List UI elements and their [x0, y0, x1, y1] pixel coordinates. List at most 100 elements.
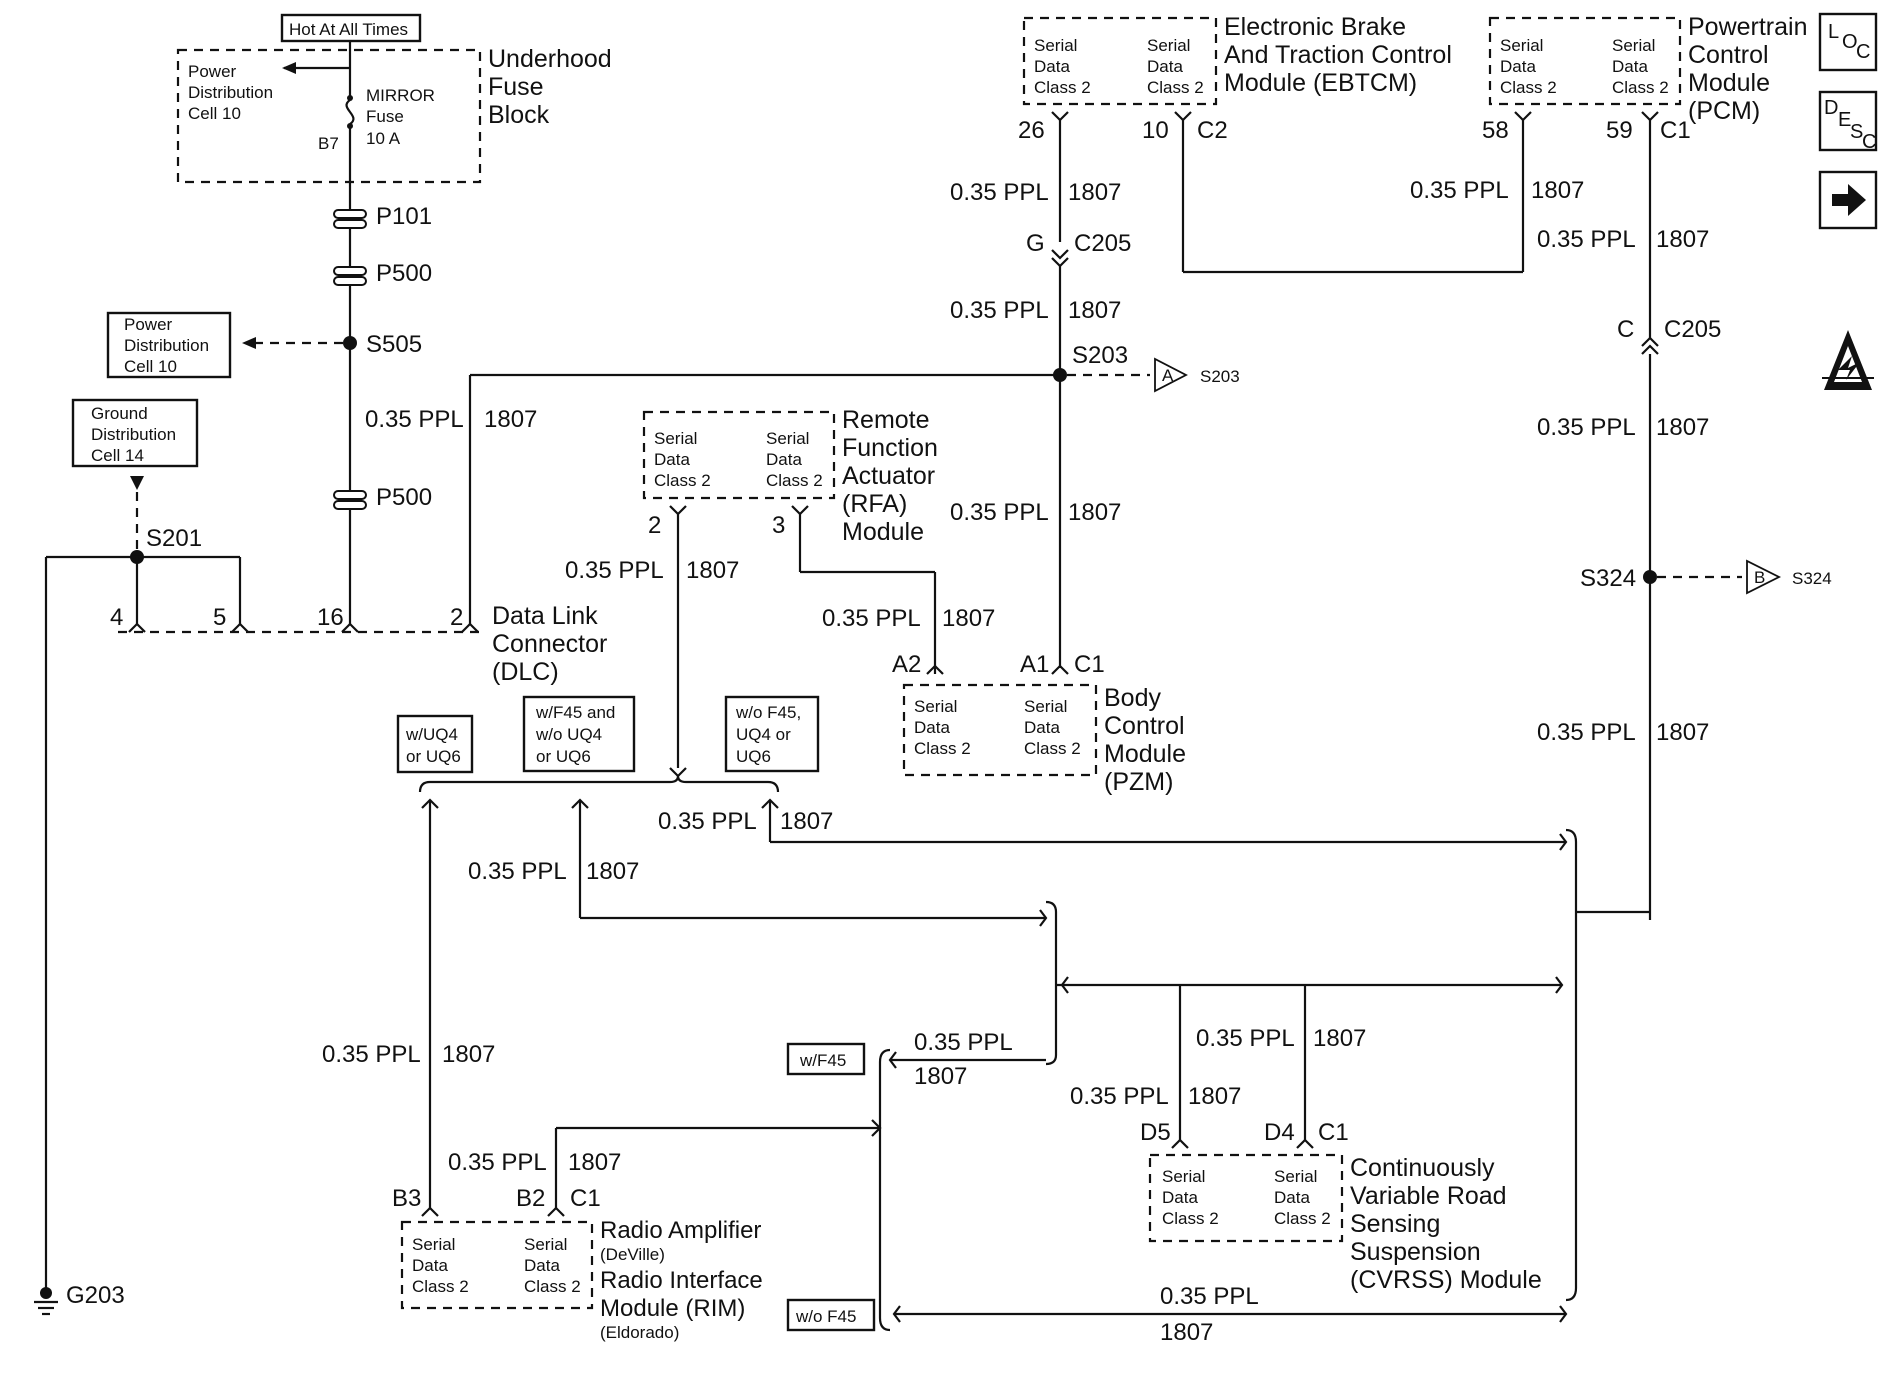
svg-text:Data: Data	[1024, 718, 1060, 737]
svg-text:Data: Data	[1500, 57, 1536, 76]
svg-text:Cell 10: Cell 10	[124, 357, 177, 376]
esd-warning-icon	[1822, 330, 1874, 390]
svg-text:Serial: Serial	[1024, 697, 1067, 716]
pcm-title-4: (PCM)	[1688, 97, 1760, 125]
svg-text:Serial: Serial	[1612, 36, 1655, 55]
next-page-button[interactable]	[1818, 170, 1878, 230]
svg-text:P500: P500	[376, 260, 432, 287]
wire-ppl-rfa: 0.35 PPL	[565, 557, 664, 584]
loc-button[interactable]: L O C	[1818, 12, 1878, 72]
s201-label: S201	[146, 525, 202, 552]
radio-module: Serial Data Class 2 Serial Data Class 2	[400, 1220, 594, 1310]
wire-ppl-dlc-feed: 0.35 PPL	[365, 406, 464, 433]
option-box-wo-f45-uq: w/o F45, UQ4 or UQ6	[724, 695, 820, 773]
s505-label: S505	[366, 331, 422, 358]
bcm-title-2: Control	[1104, 712, 1185, 740]
svg-text:Hot At All Times: Hot At All Times	[289, 20, 408, 39]
rfa-title-3: Actuator	[842, 462, 935, 490]
cvrss-title-5: (CVRSS) Module	[1350, 1266, 1542, 1294]
wire-circuit-cvrss-d4: 1807	[1313, 1025, 1366, 1052]
rfa-title-4: (RFA)	[842, 490, 907, 518]
cvrss-title-3: Sensing	[1350, 1210, 1440, 1238]
svg-text:4: 4	[110, 604, 123, 631]
offpage-a-letter: A	[1162, 366, 1174, 385]
arrow-right-icon	[1832, 184, 1866, 216]
cvrss-pin-d5: D5	[1140, 1119, 1171, 1146]
svg-text:UQ6: UQ6	[736, 747, 771, 766]
arrow-left-icon	[242, 337, 256, 349]
middle-brace	[1045, 900, 1058, 1066]
ground-ref-arrow-icon	[130, 476, 144, 490]
pcm-pin-59: 59	[1606, 117, 1633, 144]
svg-text:Data: Data	[654, 450, 690, 469]
c205-pin-c: C	[1617, 316, 1634, 343]
svg-text:Data: Data	[524, 1256, 560, 1275]
svg-text:Data: Data	[914, 718, 950, 737]
ground-g203-icon	[34, 1287, 58, 1316]
pcm-title-3: Module	[1688, 69, 1770, 97]
radio-title-3: Radio Interface	[600, 1267, 763, 1294]
pcm-module: Serial Data Class 2 Serial Data Class 2	[1488, 16, 1682, 106]
option-box-f45-and: w/F45 and w/o UQ4 or UQ6	[522, 695, 636, 773]
svg-text:Serial: Serial	[524, 1235, 567, 1254]
svg-text:w/o UQ4: w/o UQ4	[535, 725, 602, 744]
svg-text:Class 2: Class 2	[1024, 739, 1081, 758]
cvrss-conn-c1: C1	[1318, 1119, 1349, 1146]
svg-text:Class 2: Class 2	[1034, 78, 1091, 97]
loc-icon-c: C	[1856, 41, 1870, 63]
desc-button[interactable]: D E S C	[1818, 90, 1878, 153]
svg-text:w/F45 and: w/F45 and	[535, 703, 615, 722]
cvrss-pin-d4: D4	[1264, 1119, 1295, 1146]
wire-circuit-cvrss-d5: 1807	[1188, 1083, 1241, 1110]
loc-icon-l: L	[1828, 21, 1839, 43]
radio-title-5: (Eldorado)	[600, 1323, 679, 1342]
svg-text:w/o F45: w/o F45	[795, 1307, 856, 1326]
svg-text:Serial: Serial	[654, 429, 697, 448]
svg-text:2: 2	[450, 604, 463, 631]
option-box-w-f45: w/F45	[786, 1042, 866, 1076]
svg-text:P500: P500	[376, 484, 432, 511]
bcm-title-1: Body	[1104, 684, 1161, 712]
ebtcm-conn-c2: C2	[1197, 117, 1228, 144]
p101-passthrough: P101	[333, 203, 432, 230]
s203-splice	[1053, 368, 1067, 382]
cvrss-module: Serial Data Class 2 Serial Data Class 2	[1148, 1153, 1344, 1243]
svg-text:Serial: Serial	[1500, 36, 1543, 55]
wire-ppl-s203-bcm: 0.35 PPL	[950, 499, 1049, 526]
wire-circuit-wo-f45: 1807	[1160, 1319, 1213, 1346]
bcm-title-4: (PZM)	[1104, 768, 1173, 796]
option-box-wo-f45: w/o F45	[786, 1298, 876, 1332]
loc-icon-o: O	[1842, 31, 1858, 53]
radio-title-4: Module (RIM)	[600, 1295, 745, 1322]
power-distribution-ref-box: Power Distribution Cell 10	[106, 311, 232, 379]
wire-ppl-cvrss-d4: 0.35 PPL	[1196, 1025, 1295, 1052]
svg-text:or UQ6: or UQ6	[536, 747, 591, 766]
svg-text:B7: B7	[318, 134, 339, 153]
svg-text:Power: Power	[188, 62, 237, 81]
svg-text:Data: Data	[1147, 57, 1183, 76]
p500-passthrough-bottom: P500	[333, 484, 432, 511]
svg-text:Serial: Serial	[1147, 36, 1190, 55]
cvrss-title-1: Continuously	[1350, 1154, 1495, 1182]
wire-circuit-rfa: 1807	[686, 557, 739, 584]
p500-passthrough-top: P500	[333, 260, 432, 287]
svg-text:Serial: Serial	[766, 429, 809, 448]
svg-text:Serial: Serial	[1162, 1167, 1205, 1186]
bcm-pin-a2: A2	[892, 651, 921, 678]
wire-ppl-rfa-bcm: 0.35 PPL	[822, 605, 921, 632]
radio-pin-b3: B3	[392, 1185, 421, 1212]
s203-label: S203	[1072, 342, 1128, 369]
dlc-connector: 4 5 16 2	[110, 604, 484, 634]
bcm-pin-a1: A1	[1020, 651, 1049, 678]
svg-text:Ground: Ground	[91, 404, 148, 423]
svg-text:P101: P101	[376, 203, 432, 230]
c205-conn-right: C205	[1664, 316, 1721, 343]
wire-circuit-s203-bcm: 1807	[1068, 499, 1121, 526]
ebtcm-module: Serial Data Class 2 Serial Data Class 2	[1022, 16, 1218, 106]
option-box-uq4: w/UQ4 or UQ6	[396, 714, 474, 774]
wire-ppl-radio-b2: 0.35 PPL	[448, 1149, 547, 1176]
svg-text:Class 2: Class 2	[1274, 1209, 1331, 1228]
fuse-symbol-icon	[345, 99, 355, 125]
wire-circuit-dlc-feed: 1807	[484, 406, 537, 433]
svg-text:w/F45: w/F45	[799, 1051, 846, 1070]
